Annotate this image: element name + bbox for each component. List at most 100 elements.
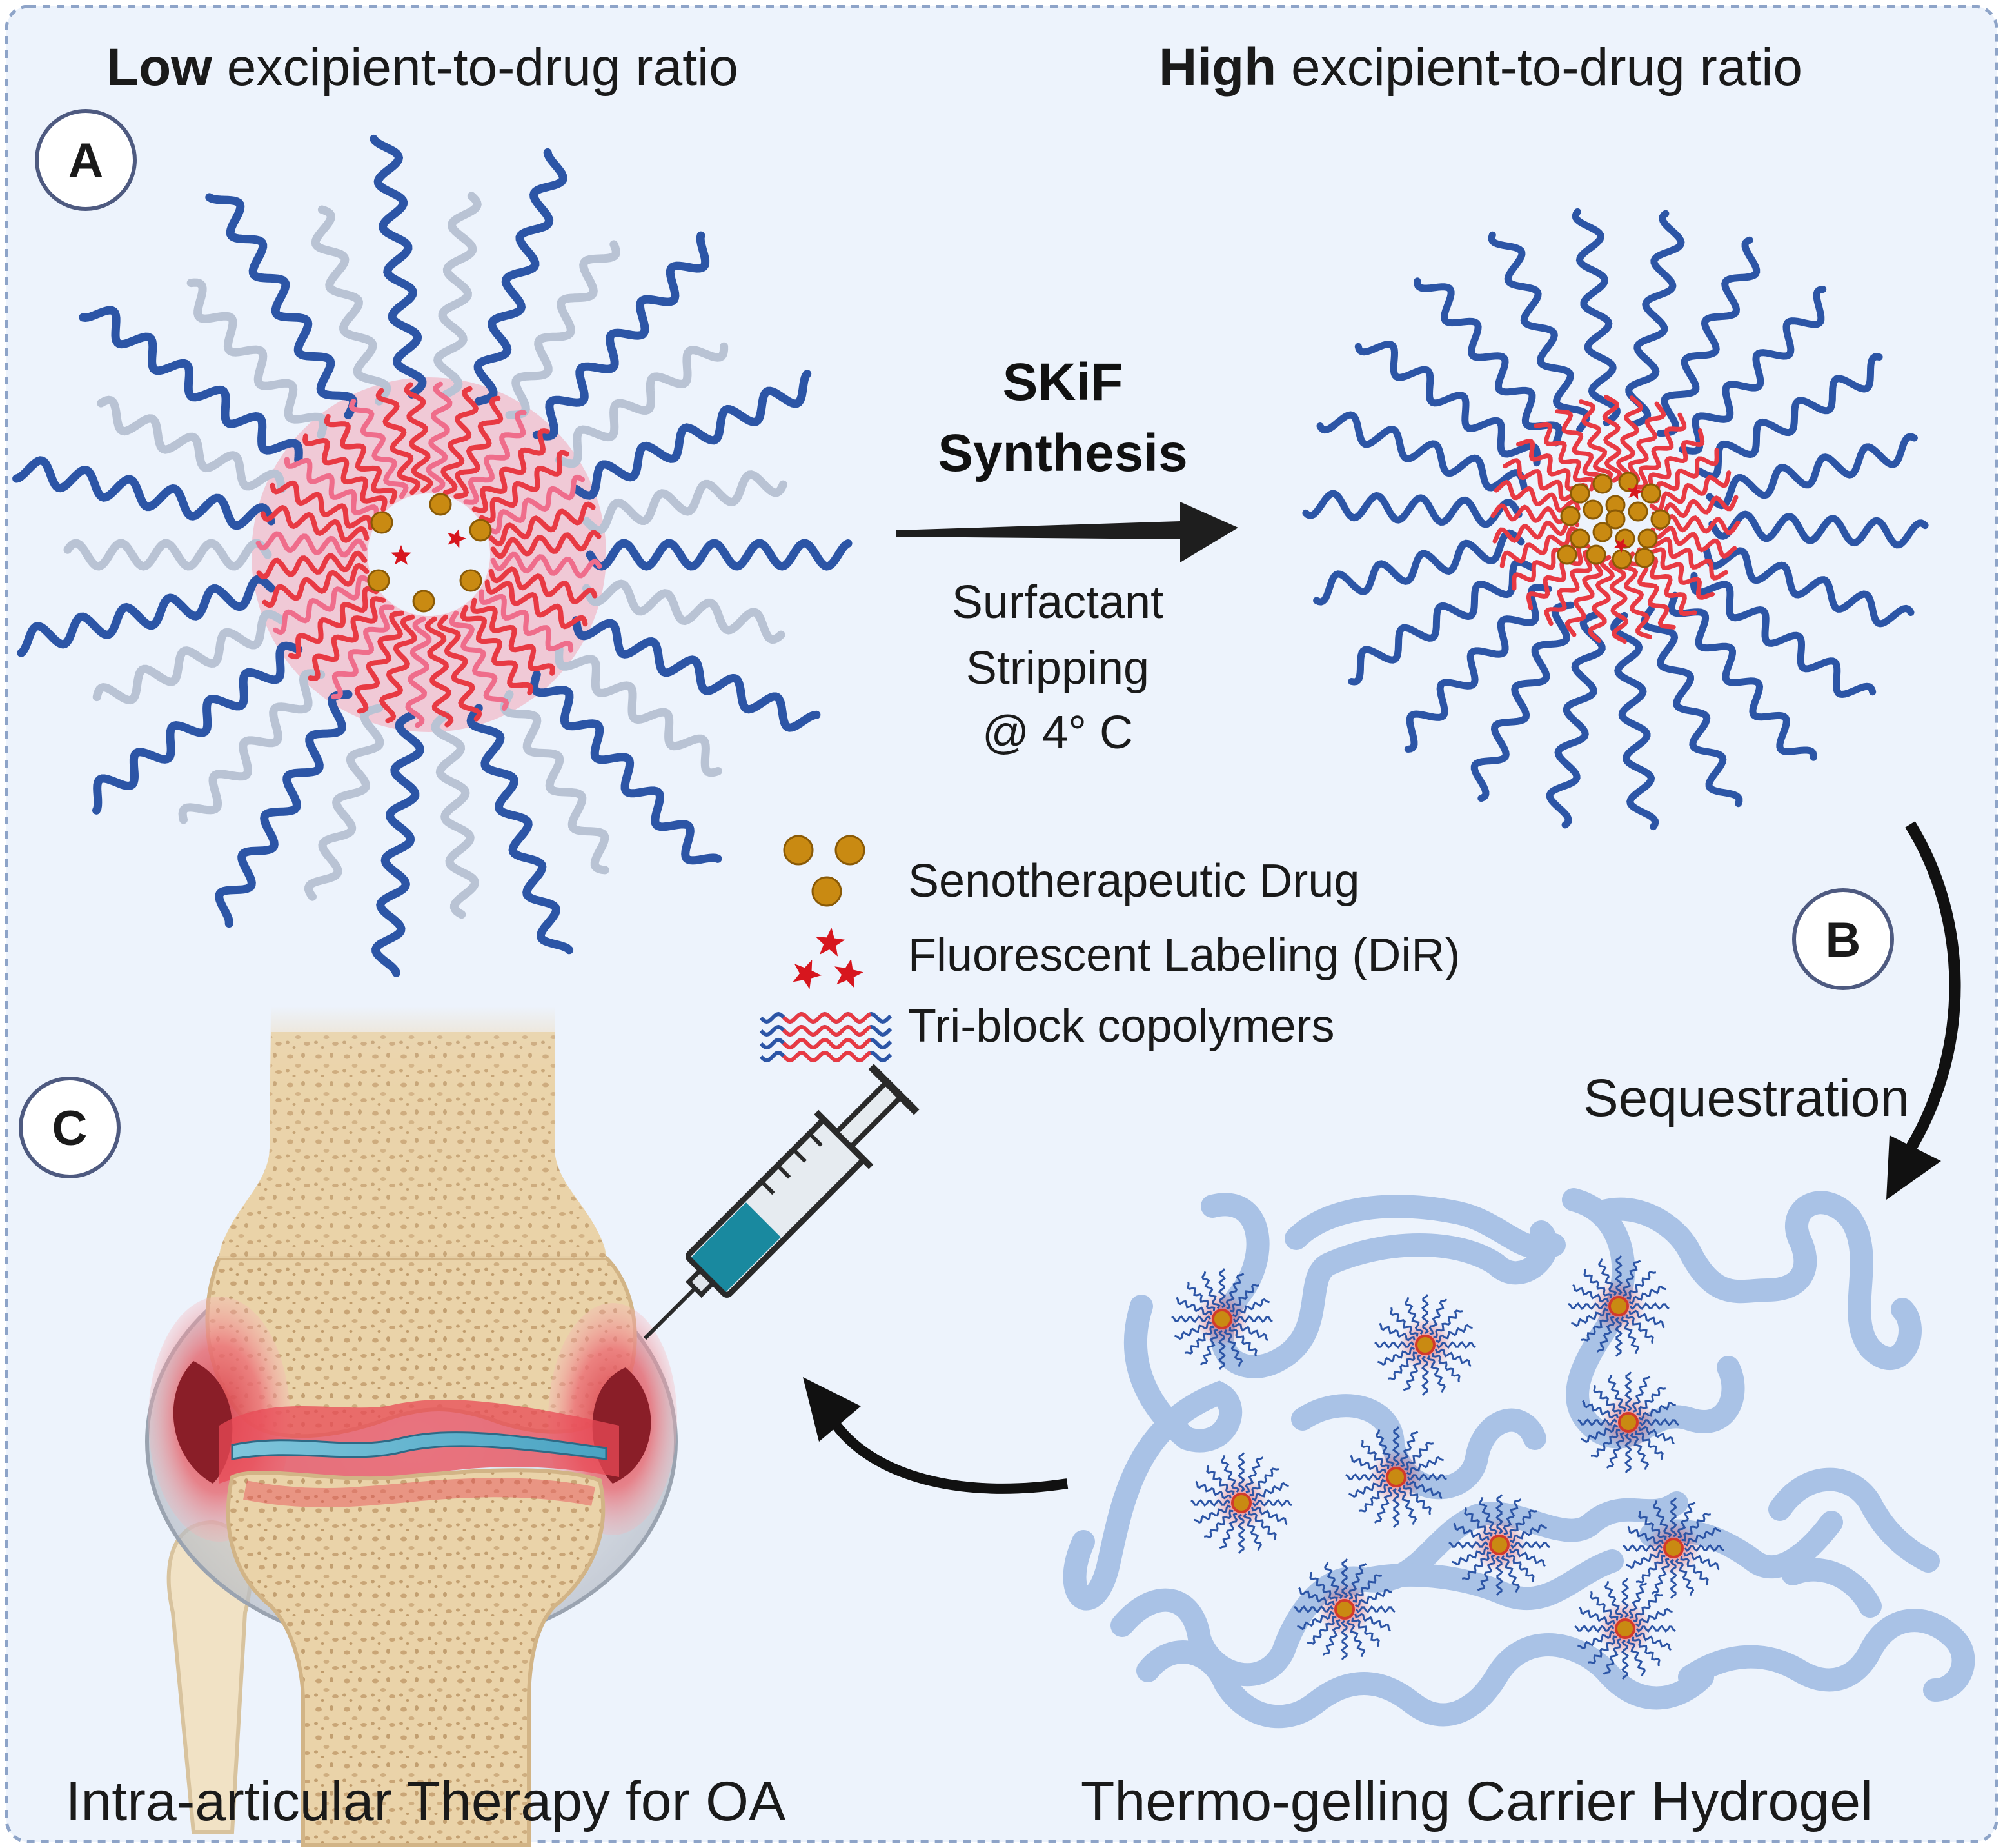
micelle-a-core-chain bbox=[405, 616, 432, 728]
micelle-b-corona-chain bbox=[1316, 411, 1528, 492]
micelle-b-core-chain bbox=[1544, 549, 1597, 626]
micelle-b-corona-chain bbox=[1706, 433, 1918, 510]
micelle-a-core-chain bbox=[484, 579, 588, 630]
micelle-a-core-chain bbox=[479, 450, 570, 524]
legend-star bbox=[816, 928, 845, 957]
micelle-b-drug bbox=[1557, 544, 1577, 565]
hydrogel-micelle bbox=[1294, 1558, 1396, 1660]
micelle-a-drug bbox=[367, 569, 390, 592]
micelle-a-core-chain bbox=[484, 474, 585, 535]
micelle-a-core-chain bbox=[255, 531, 368, 558]
micelle-a-core-chain bbox=[324, 413, 398, 505]
legend-star bbox=[793, 959, 822, 989]
micelle-a-core-chain bbox=[375, 388, 421, 495]
process-sub-line3: @ 4° C bbox=[982, 707, 1133, 759]
micelle-a-core-chain bbox=[270, 480, 373, 530]
micelle-b-core-chain bbox=[1492, 517, 1580, 544]
micelle-a-corona-chain bbox=[500, 690, 609, 875]
micelle-a-core-cavity bbox=[368, 493, 490, 616]
micelle-a-core-chain bbox=[288, 586, 379, 660]
micelle-b-corona-chain bbox=[1572, 208, 1621, 427]
micelle-b-drug bbox=[1570, 483, 1590, 504]
micelle-a-corona-chain bbox=[555, 645, 722, 777]
micelle-b-core-chain bbox=[1627, 401, 1666, 486]
micelle-b-drug bbox=[1637, 528, 1658, 549]
micelle-a-corona-chain bbox=[505, 240, 620, 419]
micelle-b-drug bbox=[1586, 544, 1606, 565]
micelle-b-core-chain bbox=[1499, 526, 1582, 568]
micelle-b-corona-chain bbox=[1488, 231, 1591, 433]
micelle-a-core-chain bbox=[470, 597, 555, 676]
micelle-b-corona-chain bbox=[1625, 210, 1685, 428]
micelle-a-core-chain bbox=[463, 410, 527, 505]
micelle-a-corona-chain bbox=[529, 670, 722, 865]
micelle-a-core-chain bbox=[471, 428, 550, 513]
micelle-b-drug bbox=[1612, 549, 1632, 570]
micelle-a-corona-chain bbox=[431, 711, 479, 919]
header-right-bold: High bbox=[1159, 38, 1276, 97]
legend-polymer-core bbox=[782, 1038, 872, 1049]
process-title-line1: SKiF bbox=[1003, 353, 1123, 412]
micelle-a-core-chain bbox=[460, 604, 534, 696]
micelle-a-drug bbox=[370, 511, 393, 534]
micelle-b-drug bbox=[1570, 528, 1590, 549]
legend-dye-icon bbox=[793, 928, 863, 989]
micelle-a-core-chain bbox=[440, 386, 479, 495]
hydrogel-micelle bbox=[1374, 1294, 1476, 1396]
micelle-a-corona-chain bbox=[582, 579, 785, 644]
header-left-rest: excipient-to-drug ratio bbox=[212, 38, 738, 97]
micelle-b-drug bbox=[1650, 509, 1671, 530]
header-right-rest: excipient-to-drug ratio bbox=[1276, 38, 1802, 97]
footer-right-title: Thermo-gelling Carrier Hydrogel bbox=[1081, 1771, 1873, 1833]
legend-star bbox=[834, 959, 863, 988]
micelle-b-drug bbox=[1592, 473, 1613, 494]
hydrogel-micelle bbox=[1568, 1255, 1670, 1357]
micelle-a-corona-chain bbox=[79, 306, 303, 464]
micelle-a-corona-chain bbox=[97, 395, 286, 493]
panel-label-b: B bbox=[1792, 888, 1894, 990]
legend: Senotherapeutic Drug Fluorescent Labelin… bbox=[759, 835, 1460, 1063]
tibia-bone bbox=[226, 1468, 606, 1847]
micelle-b-core-chain bbox=[1503, 458, 1584, 504]
micelle-a-corona-chain bbox=[433, 192, 482, 399]
micelle-b-corona-chain bbox=[1470, 601, 1575, 802]
micelle-a-corona-chain bbox=[215, 690, 353, 928]
micelle-b-core-chain bbox=[1634, 412, 1687, 490]
micelle-b-corona-chain bbox=[1679, 286, 1827, 455]
micelle-a-corona-chain bbox=[205, 193, 358, 419]
micelle-b-corona-chain bbox=[1354, 340, 1541, 467]
micelle-b-corona-chain bbox=[1404, 584, 1552, 753]
hydrogel-micelle bbox=[1577, 1371, 1679, 1473]
micelle-b-dye-star bbox=[1627, 484, 1643, 500]
micelle-b-corona-chain bbox=[1640, 605, 1743, 808]
hydrogel-micelle bbox=[1574, 1578, 1676, 1680]
micelle-b-core-chain bbox=[1647, 535, 1728, 581]
hydrogel-micelle bbox=[1623, 1497, 1724, 1599]
micelle-b-corona-chain bbox=[1690, 571, 1877, 699]
micelle-b-drug bbox=[1583, 499, 1603, 520]
micelle-a-drug bbox=[429, 493, 452, 516]
micelle-a-corona-chain bbox=[178, 669, 326, 824]
micelle-a-core-chain bbox=[273, 575, 373, 635]
micelle-a-drug bbox=[469, 519, 492, 542]
cartilage-layer bbox=[231, 1431, 607, 1460]
micelle-a-core-chain bbox=[379, 614, 417, 724]
delivery-arrow bbox=[803, 1377, 1069, 1494]
micelle-b-corona-chain bbox=[1668, 591, 1817, 761]
header-right-title: High excipient-to-drug ratio bbox=[1159, 38, 1802, 97]
micelle-a-corona-chain bbox=[371, 711, 424, 977]
legend-polymer-label: Tri-block copolymers bbox=[908, 1000, 1334, 1052]
header-left-title: Low excipient-to-drug ratio bbox=[106, 38, 738, 97]
micelle-a-core-chain bbox=[424, 616, 454, 728]
micelle-b-corona-chain bbox=[1656, 236, 1761, 437]
micelle-b-core-chain bbox=[1651, 495, 1739, 522]
micelle-b-core-chain bbox=[1526, 542, 1590, 610]
micelle-a-core-chain bbox=[302, 433, 388, 512]
micelle-a-corona-chain bbox=[12, 456, 275, 530]
micelle-a-corona-chain bbox=[582, 470, 787, 535]
legend-polymer-icon bbox=[759, 1011, 893, 1063]
hydrogel-micelle bbox=[1171, 1268, 1273, 1370]
micelle-a-corona-chain bbox=[466, 704, 574, 955]
syringe-icon bbox=[643, 1064, 920, 1340]
micelle-a-drug bbox=[459, 569, 482, 592]
